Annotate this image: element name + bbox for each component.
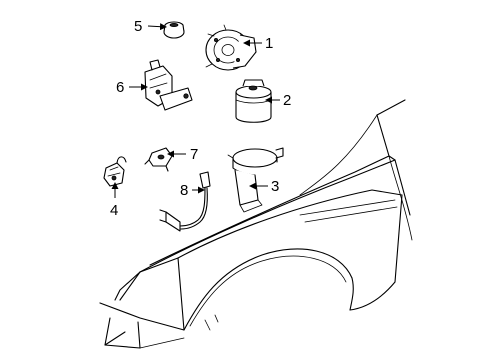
small-valve: [144, 147, 173, 172]
callout-label: 3: [271, 178, 279, 195]
hose: [159, 171, 211, 232]
callout-8: 8: [180, 182, 205, 199]
callout-label: 1: [265, 35, 273, 52]
callout-1: 1: [243, 35, 273, 52]
air-pump: [205, 24, 257, 71]
callout-7: 7: [167, 146, 198, 163]
callout-label: 6: [116, 79, 124, 96]
valve: [144, 59, 193, 111]
bracket: [227, 147, 284, 213]
canister: [235, 79, 272, 123]
callout-label: 7: [190, 146, 198, 163]
callout-label: 8: [180, 182, 188, 199]
callout-label: 5: [134, 18, 142, 35]
sensor-clip: [103, 156, 127, 187]
callout-4: 4: [110, 182, 119, 219]
fender-panel: [99, 99, 413, 349]
callout-label: 2: [283, 92, 291, 109]
callout-3: 3: [249, 178, 279, 195]
cap: [163, 21, 185, 39]
callout-label: 4: [110, 202, 118, 219]
callout-5: 5: [134, 18, 167, 35]
callout-2: 2: [265, 92, 291, 109]
callout-6: 6: [116, 79, 148, 96]
